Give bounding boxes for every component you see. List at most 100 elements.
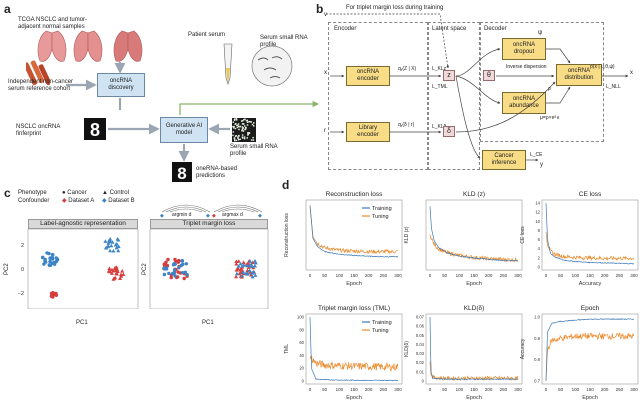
pca-point — [107, 266, 112, 270]
noise-pixel — [250, 139, 253, 141]
loss-plot-title: Epoch — [581, 305, 600, 312]
loss-plot-ytick: 14 — [535, 201, 540, 206]
pca-right-frame — [149, 229, 269, 309]
dataset-b-marker-icon: ◆ — [102, 198, 107, 204]
loss-series-line — [309, 204, 399, 255]
oncrna-encoder-box: oncRNA encoder — [346, 66, 390, 86]
loss-plot-xtick: 50 — [442, 387, 448, 392]
noise-pixel — [243, 137, 246, 140]
pca-point — [234, 259, 239, 263]
pca-point — [114, 241, 119, 246]
pca-point — [109, 271, 114, 275]
encoder-region — [328, 22, 428, 170]
sample-tubes-icon — [26, 60, 50, 86]
noise-pixel — [245, 126, 247, 129]
y-output-label: y — [540, 162, 543, 168]
loss-plot-frame — [305, 199, 403, 271]
legend-training-label: Training — [372, 320, 392, 326]
legend-dataset-b: ◆ Dataset B — [102, 198, 135, 205]
cancer-marker-icon: ● — [62, 190, 66, 196]
pca-plots: −30−20−1001020−2002020−2 — [18, 229, 269, 309]
loss-plot-xtick: 100 — [456, 387, 464, 392]
pca-point — [120, 269, 125, 273]
lung-icon — [113, 30, 143, 62]
loss-plot-ytick: 0.06 — [416, 324, 425, 329]
loss-plot-xlabel: Accuracy — [579, 281, 602, 287]
loss-plot-xtick: 0 — [545, 387, 548, 392]
pca-point — [104, 245, 109, 250]
pca-point — [179, 263, 184, 268]
loss-plot-ytick: 40 — [299, 353, 304, 358]
z-latent-node: z — [443, 70, 455, 81]
pca-point — [103, 239, 108, 243]
x-output-label: x — [630, 70, 633, 76]
loss-plot-ytick: 10 — [535, 219, 540, 224]
loss-plot-ytick: 12 — [535, 210, 540, 215]
loss-plot-xtick: 200 — [365, 387, 373, 392]
loss-plot-xtick: 100 — [336, 387, 344, 392]
tcga-label: TCGA NSCLC and tumor- adjacent normal sa… — [18, 17, 88, 30]
pca-point — [253, 263, 257, 268]
noise-pixel — [232, 134, 234, 137]
noise-pixel — [243, 136, 246, 138]
pca-point — [47, 263, 52, 267]
pca-point — [253, 260, 258, 265]
encoder-title: Encoder — [334, 26, 357, 32]
noise-pixel — [241, 134, 244, 136]
pca-point — [245, 272, 250, 276]
loss-plot-xtick: 50 — [558, 387, 564, 392]
decoder-region — [480, 22, 604, 142]
legend-cancer: ● Cancer — [62, 190, 87, 197]
pca-point — [166, 257, 170, 262]
loss-plot-ytick: 0.02 — [416, 360, 425, 365]
loss-plot-xtick: 250 — [616, 387, 624, 392]
noise-pixel — [246, 121, 249, 123]
cancer-inference-box: Cancer inference — [482, 150, 526, 170]
rho-label: ρ — [548, 86, 551, 92]
pca-point — [119, 272, 123, 277]
loss-plot-xtick: 100 — [456, 273, 464, 278]
panel-letter-c: c — [4, 186, 11, 200]
noise-pixel — [237, 123, 240, 125]
pca-point — [48, 256, 52, 260]
loss-series-line — [545, 332, 634, 382]
lung-icon — [37, 30, 67, 62]
loss-plot-title: KLD(δ) — [464, 305, 485, 312]
delta-latent-node: δ — [443, 126, 455, 137]
noise-pixel — [237, 124, 239, 126]
legend-dataset-a-text: Dataset A — [68, 198, 95, 204]
panel-letter-b: b — [316, 2, 324, 16]
noise-pixel — [247, 133, 250, 135]
triplet-note: For triplet margin loss during training — [346, 5, 444, 11]
pca-ytick-label: 2 — [21, 243, 24, 249]
pca-point — [55, 257, 60, 261]
loss-plot-frame — [425, 313, 523, 385]
loss-plot-xtick: 300 — [514, 387, 522, 392]
noise-pixel — [234, 139, 236, 142]
prediction-image: 8 — [172, 162, 192, 183]
pca-point — [240, 264, 245, 268]
loss-plot-xtick: 200 — [601, 273, 609, 278]
loss-plot-xtick: 250 — [380, 273, 388, 278]
serum-profile-noise-image — [232, 118, 256, 142]
noise-pixel — [244, 125, 246, 127]
pca-point — [253, 273, 258, 277]
loss-plot-xtick: 200 — [485, 387, 493, 392]
noise-pixel — [241, 128, 244, 131]
panel-b-arrows — [326, 13, 629, 162]
loss-plot-ylabel: TML — [284, 344, 290, 354]
pca-point — [238, 261, 243, 266]
legend-control-text: Control — [109, 190, 129, 196]
loss-plot-ytick: 2 — [538, 255, 541, 260]
loss-plot-frame — [425, 199, 523, 271]
pca-point — [234, 261, 239, 266]
loss-plot-xtick: 250 — [500, 387, 508, 392]
loss-series-line — [309, 317, 398, 382]
pca-point — [110, 240, 115, 244]
pca-point — [182, 276, 186, 281]
pca-point — [164, 260, 168, 264]
loss-plot-ytick: 0.07 — [416, 315, 425, 320]
loss-plot-xtick: 0 — [309, 273, 312, 278]
noise-pixel — [232, 131, 235, 133]
